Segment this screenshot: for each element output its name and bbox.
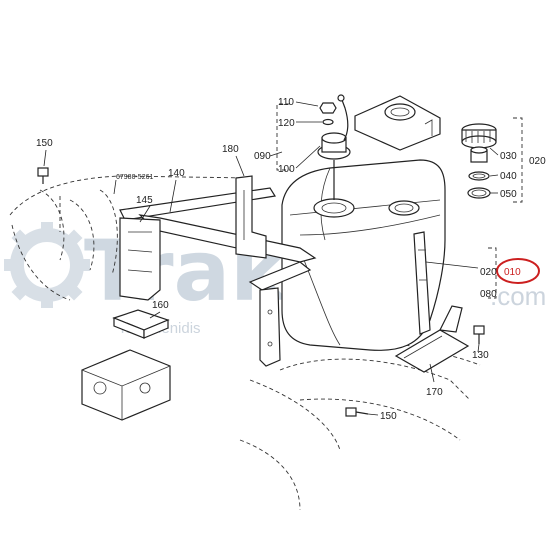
label-140: 140: [168, 168, 185, 179]
highlight-circle: [496, 258, 540, 284]
part-labels: 110 120 090 100 150 180 140 145 160 6798…: [36, 97, 546, 422]
step-plate-170: [394, 305, 470, 373]
label-080: 080: [480, 289, 497, 300]
label-050: 050: [500, 189, 517, 200]
watermark-domain: .com: [490, 281, 546, 311]
tank-top-bracket: [354, 95, 441, 151]
label-110: 110: [278, 97, 294, 108]
pad-160: [112, 309, 170, 339]
filler-neck: [388, 200, 420, 216]
label-150-bottom: 150: [380, 411, 397, 422]
screw-110: [319, 102, 337, 126]
label-145: 145: [136, 195, 153, 206]
label-170: 170: [426, 387, 443, 398]
label-180: 180: [222, 144, 239, 155]
fuel-tank: [281, 159, 446, 351]
fuel-cap-assembly: [461, 123, 497, 199]
label-150-top: 150: [36, 138, 53, 149]
tractor-body-outline: [9, 175, 481, 511]
label-010: 010: [504, 267, 521, 278]
label-030: 030: [500, 151, 517, 162]
washer-120: [322, 118, 334, 126]
bolt-150-bottom: [345, 407, 369, 417]
gear-icon: [4, 222, 90, 308]
label-090: 090: [254, 151, 271, 162]
label-020: 020: [480, 267, 497, 278]
bolt-150-top: [37, 167, 49, 184]
label-020-right: 020: [529, 156, 546, 167]
label-160: 160: [152, 300, 169, 311]
group-brackets: [59, 103, 523, 299]
cap-ring: [467, 187, 491, 199]
fuel-pump: [81, 349, 171, 421]
support-frame: [119, 187, 317, 367]
leader-lines: [43, 101, 499, 416]
label-130: 130: [472, 350, 489, 361]
ref-number: 67980-5261: [116, 174, 153, 181]
label-120: 120: [278, 118, 295, 129]
gauge-opening: [313, 198, 355, 218]
bolt-130: [473, 325, 485, 344]
cap-gasket: [468, 171, 490, 181]
label-100: 100: [278, 164, 295, 175]
bracket-180: [235, 175, 267, 259]
label-040: 040: [500, 171, 517, 182]
tank-strap: [413, 231, 431, 335]
fuel-gauge-sender: [317, 94, 351, 200]
